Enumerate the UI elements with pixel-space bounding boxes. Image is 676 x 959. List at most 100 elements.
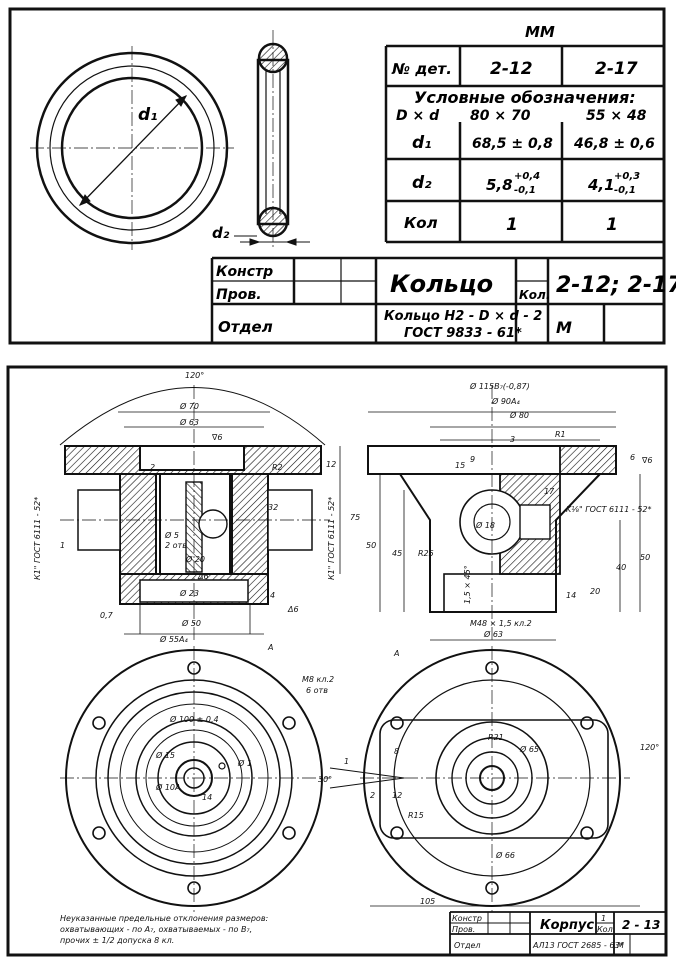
d2-row-label: d₂ bbox=[412, 173, 432, 193]
fv-delta6-top: Δ6 bbox=[197, 572, 209, 581]
fv-d5: Ø 5 bbox=[164, 530, 179, 540]
sv-d63: Ø 63 bbox=[483, 629, 503, 639]
pr-dim12: 12 bbox=[392, 791, 402, 800]
pl-d100: Ø 100 ± 0,4 bbox=[169, 714, 219, 724]
tb1-konstr: Констр bbox=[216, 264, 273, 280]
title-block-2 bbox=[449, 911, 666, 955]
sv-rough6: ∇6 bbox=[641, 456, 652, 465]
fv-r2: R2 bbox=[272, 463, 283, 472]
view-a-label: А bbox=[393, 649, 399, 658]
fv-k1-right: К1" ГОСТ 6111 - 52* bbox=[327, 497, 336, 580]
qty-col2: 1 bbox=[606, 215, 618, 235]
fv-dim32: 32 bbox=[268, 503, 278, 512]
fv-dim07: 0,7 bbox=[100, 611, 114, 620]
d2-col1-upper: +0,4 bbox=[514, 171, 540, 182]
tb2-kol-num: 1 bbox=[601, 914, 606, 923]
sv-d90: Ø 90A₄ bbox=[491, 396, 520, 406]
fv-dim75: 75 bbox=[350, 513, 360, 522]
title-block-1 bbox=[210, 256, 664, 343]
sv-dim3: 3 bbox=[510, 435, 515, 444]
fv-dim12: 12 bbox=[326, 460, 336, 469]
ring-section-view bbox=[234, 30, 310, 250]
pl-d1: Ø 1 bbox=[237, 758, 252, 768]
pr-r21: R21 bbox=[488, 733, 504, 742]
d2-col1-lower: -0,1 bbox=[514, 185, 536, 196]
fv-d5-note: 2 отв bbox=[165, 541, 187, 550]
pr-dim2: 2 bbox=[370, 791, 375, 800]
note-line-3: прочих ± 1/2 допуска 8 кл. bbox=[60, 936, 174, 945]
tb1-part-number: 2-12; 2-17 bbox=[556, 273, 676, 298]
sv-dim9: 9 bbox=[470, 455, 475, 464]
sv-d80: Ø 80 bbox=[509, 410, 529, 420]
units-label: MM bbox=[525, 23, 555, 41]
tb2-part-name: Корпус bbox=[540, 918, 594, 933]
sv-d18: Ø 18 bbox=[475, 520, 495, 530]
fv-dim2: 2 bbox=[150, 463, 155, 472]
d2-col2-upper: +0,3 bbox=[614, 171, 640, 182]
sv-d115: Ø 115B₇(-0,87) bbox=[469, 381, 530, 391]
sv-dim6: 6 bbox=[630, 453, 635, 462]
d2-col2-base: 4,1 bbox=[587, 176, 615, 194]
tb1-otdel: Отдел bbox=[218, 318, 273, 336]
qty-col1: 1 bbox=[506, 215, 518, 235]
fv-section-a: А bbox=[267, 643, 273, 652]
sv-dim17: 17 bbox=[544, 487, 555, 496]
tb2-konstr: Констр bbox=[452, 914, 482, 923]
sv-dim15: 15 bbox=[455, 461, 465, 470]
tb1-scale: М bbox=[556, 318, 572, 337]
tb2-otdel: Отдел bbox=[454, 941, 481, 950]
tb1-kol: Кол. bbox=[519, 288, 550, 302]
sv-dim50-right: 50 bbox=[640, 553, 650, 562]
sv-thread: M48 × 1,5 кл.2 bbox=[470, 619, 532, 628]
pl-d15: Ø 15 bbox=[155, 750, 175, 760]
d2-col1-base: 5,8 bbox=[486, 176, 513, 194]
d1-label: d₁ bbox=[138, 105, 158, 125]
cond-label: D × d bbox=[396, 108, 440, 124]
sheet-1: d₁ d₂ MM № дет. bbox=[8, 7, 676, 345]
fv-d20: Ø 20 bbox=[185, 554, 205, 564]
fv-angle: 120° bbox=[185, 371, 204, 380]
fv-delta6-right: Δ6 bbox=[287, 605, 299, 614]
tb2-kol: Кол. bbox=[597, 925, 615, 934]
table-header-label: № дет. bbox=[391, 60, 452, 78]
pr-dim1: 1 bbox=[344, 757, 349, 766]
sv-dim40: 40 bbox=[616, 563, 626, 572]
sv-dim50-left: 50 bbox=[366, 541, 376, 550]
sizes-table bbox=[384, 44, 664, 244]
cond-col1: 80 × 70 bbox=[470, 108, 531, 124]
plan-view-left bbox=[60, 646, 330, 912]
qty-label: Кол bbox=[404, 214, 438, 232]
pr-dim105: 105 bbox=[420, 897, 435, 906]
pr-angle30: 30° bbox=[318, 775, 332, 784]
sv-dim14: 14 bbox=[566, 591, 576, 600]
fv-d70: Ø 70 bbox=[179, 401, 199, 411]
tb2-part-number: 2 - 13 bbox=[622, 918, 660, 932]
fv-rough6: ∇6 bbox=[211, 433, 222, 442]
cond-title: Условные обозначения: bbox=[414, 88, 636, 107]
cond-col2: 55 × 48 bbox=[586, 108, 647, 124]
sv-k18: K⅛" ГОСТ 6111 - 52* bbox=[566, 505, 652, 514]
table-header-col1: 2-12 bbox=[490, 59, 533, 79]
fv-dim1: 1 bbox=[60, 541, 65, 550]
pr-d66: Ø 66 bbox=[495, 850, 515, 860]
plan-view-right bbox=[329, 646, 640, 912]
sv-dim45: 45 bbox=[392, 549, 402, 558]
tb1-material: Кольцо Н2 - D × d - 2 bbox=[384, 309, 542, 324]
pl-d10: Ø 10A bbox=[155, 782, 181, 792]
sv-chamfer: 1,5 × 45° bbox=[463, 565, 472, 604]
tb1-gost: ГОСТ 9833 - 61* bbox=[404, 326, 522, 341]
d2-label: d₂ bbox=[212, 224, 230, 242]
side-section-view bbox=[367, 385, 641, 641]
fv-d55: Ø 55A₄ bbox=[159, 634, 188, 644]
d1-col2: 46,8 ± 0,6 bbox=[573, 136, 655, 152]
pl-holes: M8 кл.2 bbox=[302, 675, 334, 684]
sheet-1-frame bbox=[8, 7, 666, 345]
pr-angle120: 120° bbox=[640, 743, 659, 752]
table-header-col2: 2-17 bbox=[595, 59, 638, 79]
note-line-2: охватывающих - по A₇, охватываемых - по … bbox=[60, 925, 252, 934]
tb1-part-name: Кольцо bbox=[390, 270, 493, 298]
ring-front-view bbox=[30, 46, 234, 250]
sheet-2: 120° Ø 70 Ø 63 ∇6 R2 12 32 75 Ø 5 2 отв … bbox=[6, 365, 668, 957]
fv-d50: Ø 50 bbox=[181, 618, 201, 628]
